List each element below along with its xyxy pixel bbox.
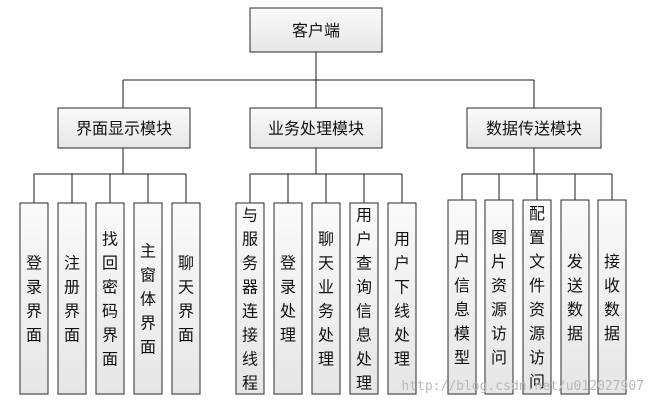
child-node-label: 与服务器连接线程 — [242, 206, 258, 393]
child-node-1-2: 注册界面 — [57, 202, 87, 395]
child-node-label: 聊天业务处理 — [318, 230, 334, 369]
child-node-3-5: 接收数据 — [597, 199, 627, 395]
child-node-3-1: 用户信息模型 — [447, 199, 477, 395]
child-node-2-4: 用户查询信息处理 — [349, 202, 379, 395]
root-node-label: 客户端 — [292, 21, 340, 40]
child-node-3-3: 配置文件资源访问 — [522, 199, 552, 395]
child-node-1-1: 登录界面 — [19, 202, 49, 395]
root-node: 客户端 — [249, 7, 383, 53]
child-node-3-2: 图片资源访问 — [484, 199, 514, 395]
watermark-text: http://blog.csdn.net/u012027907 — [401, 379, 644, 394]
connector-lines — [33, 52, 613, 203]
module-node-3: 数据传送模块 — [466, 107, 602, 149]
child-node-1-3: 找回密码界面 — [95, 202, 125, 395]
child-node-label: 用户信息模型 — [454, 228, 470, 367]
child-node-label: 聊天界面 — [178, 254, 194, 345]
child-node-label: 登录处理 — [280, 254, 296, 345]
child-node-label: 用户查询信息处理 — [356, 206, 372, 393]
module-node-2-label: 业务处理模块 — [268, 119, 364, 138]
child-node-2-1: 与服务器连接线程 — [235, 202, 265, 395]
child-node-3-4: 发送数据 — [560, 199, 590, 395]
child-node-label: 发送数据 — [567, 252, 583, 343]
child-node-2-3: 聊天业务处理 — [311, 202, 341, 395]
module-node-1: 界面显示模块 — [57, 107, 191, 149]
child-node-label: 接收数据 — [604, 252, 620, 343]
child-node-label: 主窗体界面 — [140, 242, 156, 357]
child-nodes: 登录界面 注册界面 找回密码界面 主窗体界面 聊天界面 与服务器连接线程 登录处理 聊天业务处… — [19, 199, 627, 395]
child-node-label: 注册界面 — [64, 254, 80, 345]
child-node-label: 用户下线处理 — [394, 230, 410, 369]
child-node-2-2: 登录处理 — [273, 202, 303, 395]
child-node-1-4: 主窗体界面 — [133, 202, 163, 395]
child-node-2-5: 用户下线处理 — [387, 202, 417, 395]
child-node-label: 图片资源访问 — [491, 228, 507, 367]
child-node-1-5: 聊天界面 — [171, 202, 201, 395]
module-node-1-label: 界面显示模块 — [76, 119, 172, 138]
child-node-label: 登录界面 — [26, 254, 42, 345]
child-node-label: 配置文件资源访问 — [529, 204, 545, 391]
module-node-3-label: 数据传送模块 — [486, 119, 582, 138]
module-node-2: 业务处理模块 — [249, 107, 383, 149]
child-node-label: 找回密码界面 — [102, 230, 118, 369]
